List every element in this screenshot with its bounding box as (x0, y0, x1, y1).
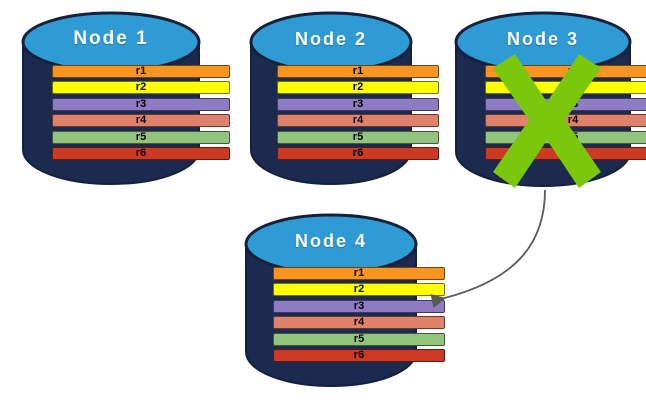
row-bar-r4[interactable]: r4 (485, 114, 646, 128)
row-bar-r6[interactable]: r6 (485, 146, 646, 160)
row-bar-r3[interactable]: r3 (273, 299, 445, 313)
node-node3[interactable]: Node 3 r1 r2 r3 r4 r5 r6 (454, 10, 646, 190)
row-bar-r6[interactable]: r6 (52, 146, 230, 160)
row-label: r2 (135, 81, 147, 94)
row-label: r3 (353, 299, 365, 312)
row-label: r2 (567, 81, 579, 94)
row-label: r1 (567, 65, 579, 77)
row-bar-r1[interactable]: r1 (52, 65, 230, 78)
row-label: r6 (352, 146, 364, 159)
row-bar-r4[interactable]: r4 (277, 114, 439, 128)
row-bar-r1[interactable]: r1 (485, 65, 646, 78)
row-bar-r2[interactable]: r2 (273, 283, 445, 297)
row-label: r1 (352, 65, 364, 77)
row-bar-r6[interactable]: r6 (277, 146, 439, 160)
row-bar-r2[interactable]: r2 (485, 81, 646, 95)
row-label: r4 (353, 316, 365, 329)
row-label: r2 (353, 283, 365, 296)
row-label: r1 (353, 267, 365, 279)
row-bar-r3[interactable]: r3 (277, 97, 439, 111)
row-label: r4 (567, 114, 579, 127)
row-label: r5 (135, 130, 147, 143)
row-bar-r1[interactable]: r1 (277, 65, 439, 78)
row-bar-r3[interactable]: r3 (485, 97, 646, 111)
row-label: r4 (352, 114, 364, 127)
row-bar-r1[interactable]: r1 (273, 267, 445, 280)
row-label: r3 (567, 97, 579, 110)
row-list-node4: r1 r2 r3 r4 r5 r6 (245, 267, 473, 362)
row-label: r3 (135, 97, 147, 110)
row-bar-r5[interactable]: r5 (277, 130, 439, 144)
row-label: r6 (353, 348, 365, 361)
row-label: r4 (135, 114, 147, 127)
row-list-node2: r1 r2 r3 r4 r5 r6 (250, 65, 466, 160)
row-bar-r4[interactable]: r4 (273, 316, 445, 330)
row-list-node3: r1 r2 r3 r4 r5 r6 (455, 65, 646, 160)
row-bar-r5[interactable]: r5 (485, 130, 646, 144)
row-bar-r2[interactable]: r2 (52, 81, 230, 95)
row-label: r5 (567, 130, 579, 143)
row-label: r1 (135, 65, 147, 77)
row-label: r6 (567, 146, 579, 159)
row-bar-r6[interactable]: r6 (273, 348, 445, 362)
row-label: r5 (353, 332, 365, 345)
row-bar-r2[interactable]: r2 (277, 81, 439, 95)
row-bar-r3[interactable]: r3 (52, 97, 230, 111)
row-bar-r5[interactable]: r5 (273, 332, 445, 346)
row-label: r3 (352, 97, 364, 110)
row-bar-r5[interactable]: r5 (52, 130, 230, 144)
row-bar-r4[interactable]: r4 (52, 114, 230, 128)
row-list-node1: r1 r2 r3 r4 r5 r6 (22, 65, 260, 160)
node-node1[interactable]: Node 1 r1 r2 r3 r4 r5 r6 (21, 10, 230, 186)
node-node2[interactable]: Node 2 r1 r2 r3 r4 r5 r6 (249, 10, 439, 186)
row-label: r5 (352, 130, 364, 143)
node-node4[interactable]: Node 4 r1 r2 r3 r4 r5 r6 (244, 212, 445, 388)
row-label: r2 (352, 81, 364, 94)
row-label: r6 (135, 146, 147, 159)
